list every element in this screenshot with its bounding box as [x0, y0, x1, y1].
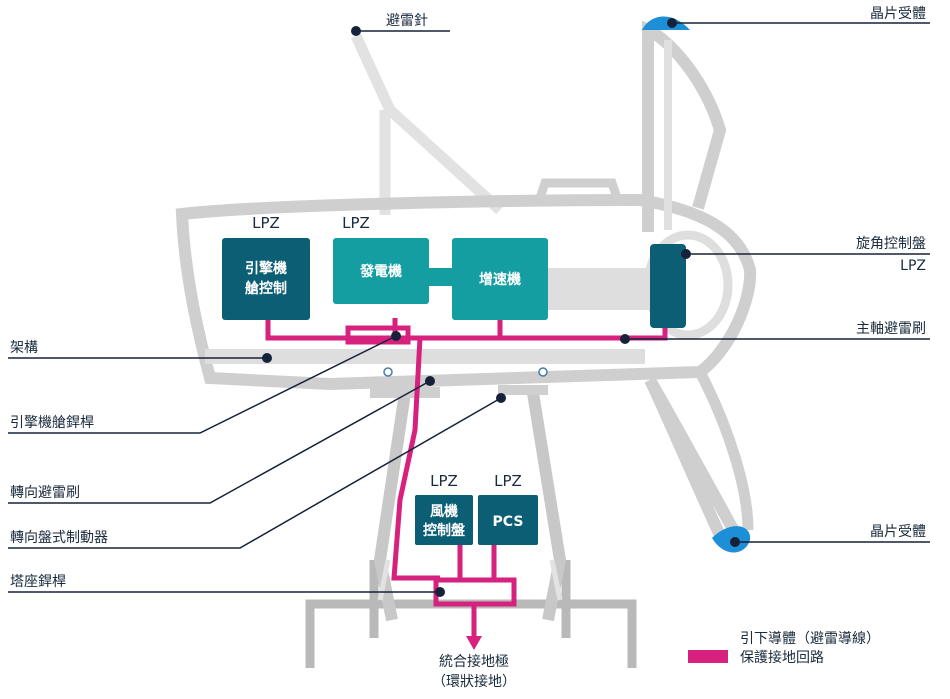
label-yaw-brush: 轉向避雷刷	[10, 485, 80, 501]
gearbox-label: 增速機	[479, 271, 521, 288]
yaw-plate-left	[370, 387, 440, 398]
blade-top	[642, 20, 727, 232]
nacelle-control-lpz: LPZ	[252, 214, 280, 232]
lightning-rod-mast	[351, 33, 504, 215]
label-pitch-control-lpz: LPZ	[900, 258, 926, 274]
generator-lpz: LPZ	[342, 214, 370, 232]
label-blade-receptor-top: 晶片受體	[870, 6, 926, 22]
label-nacelle-bolt: 引擎機艙銲桿	[10, 415, 94, 431]
pcs-box: PCS	[478, 495, 538, 545]
blade-bottom-outer	[695, 369, 754, 531]
legend-line1: 引下導體（避雷導線）	[740, 631, 880, 647]
blade-bottom	[644, 377, 745, 551]
label-main-shaft-brush: 主軸避雷刷	[856, 321, 926, 337]
legend-line2: 保護接地回路	[740, 649, 824, 666]
nacelle-hatch	[535, 178, 622, 200]
label-blade-receptor-bottom: 晶片受體	[870, 524, 926, 540]
yaw-plate-right	[498, 385, 548, 395]
pitch-control-box	[650, 244, 686, 328]
tower	[373, 392, 567, 622]
gearbox-box: 增速機	[452, 238, 548, 320]
turbine-control-box: 風機 控制盤	[415, 495, 473, 545]
blade-receptor-top-shape	[642, 16, 690, 30]
label-lightning-rod: 避雷針	[386, 13, 428, 29]
label-earth-electrode: 統合接地極	[439, 653, 509, 670]
turbine-control-line1: 風機	[430, 503, 458, 520]
generator-box: 發電機	[333, 238, 429, 304]
main-shaft	[545, 268, 655, 310]
tower-inner	[377, 559, 563, 601]
nacelle-control-box: 引擎機 艙控制	[222, 238, 310, 320]
pcs-label: PCS	[493, 514, 524, 530]
down-conductor	[265, 318, 668, 638]
frame-bar	[205, 349, 645, 364]
label-pitch-control: 旋角控制盤	[856, 236, 926, 252]
label-yaw-brake: 轉向盤式制動器	[10, 530, 108, 546]
shaft-coupling	[427, 268, 455, 286]
nacelle-control-line1: 引擎機	[245, 260, 287, 277]
nacelle-control-line2: 艙控制	[245, 280, 287, 297]
label-ring-earth: （環狀接地）	[432, 673, 516, 690]
generator-label: 發電機	[359, 263, 402, 280]
label-frame: 架構	[10, 340, 38, 356]
turbine-control-line2: 控制盤	[423, 522, 466, 539]
leader-dots	[262, 18, 740, 597]
leader-lines	[8, 22, 930, 593]
yaw-ring-right	[538, 367, 548, 377]
yaw-ring-left	[383, 367, 393, 377]
legend-swatch	[688, 650, 728, 663]
label-tower-bolt: 塔座銲桿	[10, 574, 66, 590]
turbine-control-lpz: LPZ	[430, 472, 458, 490]
hub	[643, 230, 733, 340]
pcs-lpz: LPZ	[494, 472, 522, 490]
foundation	[305, 560, 637, 668]
earth-arrow	[466, 636, 482, 650]
nacelle	[175, 193, 757, 391]
